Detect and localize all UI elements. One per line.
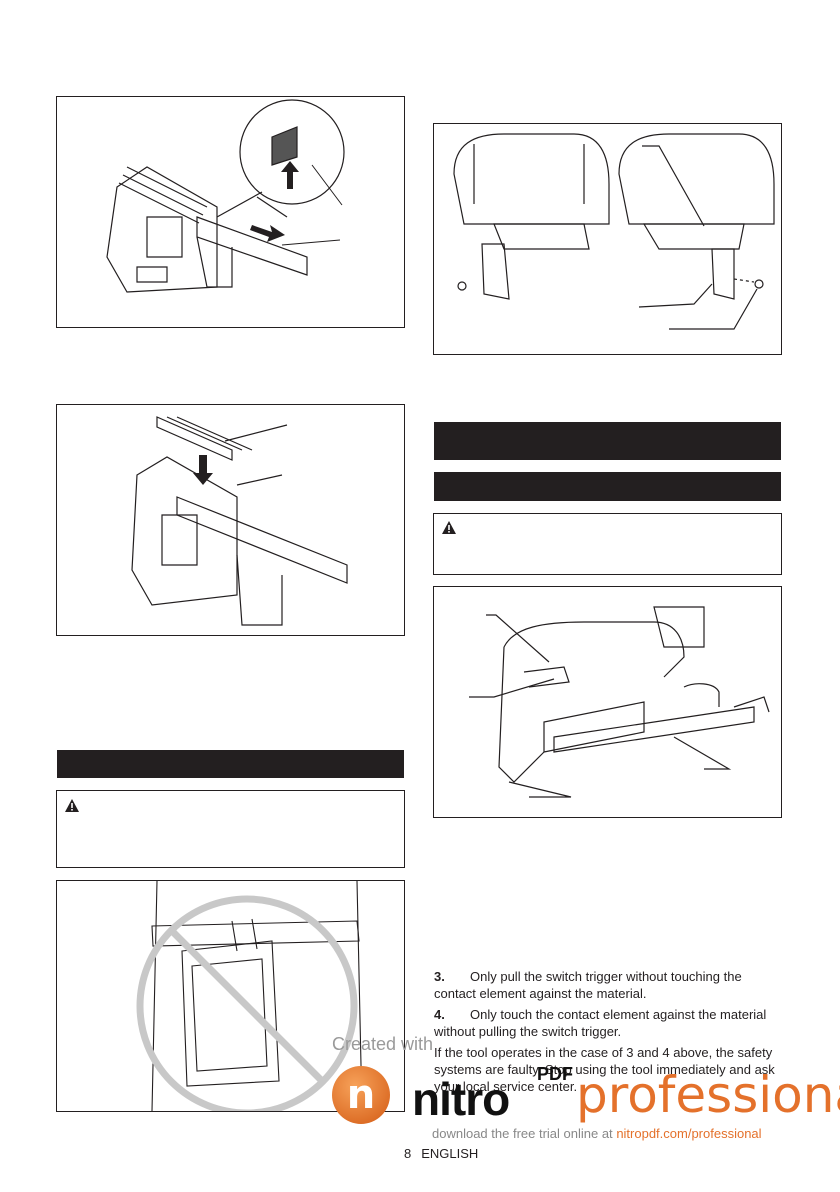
nitro-logo-icon: n [332, 1066, 390, 1124]
hook-illustration [453, 133, 775, 330]
item-text: Only touch the contact element against t… [434, 1007, 767, 1039]
magazine-illustration [106, 99, 345, 293]
watermark-professional: professional [576, 1066, 840, 1124]
watermark-pdf: PDF [537, 1064, 573, 1084]
item-number: 4. [434, 1007, 445, 1022]
section-heading-bar-2 [434, 472, 781, 501]
tool-parts-illustration [469, 606, 770, 798]
watermark-download: download the free trial online at nitrop… [432, 1126, 762, 1141]
page-number: 8 [404, 1146, 412, 1161]
watermark-brand: nitro [412, 1073, 510, 1125]
figure-tool-parts [433, 586, 782, 818]
warning-triangle-icon [442, 521, 456, 534]
warning-triangle-icon [65, 799, 79, 812]
figure-hook [433, 123, 782, 355]
nitro-watermark: Created with n nitro PDF professional do… [322, 1034, 840, 1149]
download-link[interactable]: nitropdf.com/professional [616, 1126, 762, 1141]
page-footer: 8 ENGLISH [404, 1146, 488, 1161]
warning-box-right [433, 513, 782, 575]
figure-staples [56, 404, 405, 636]
instruction-item-3: 3.Only pull the switch trigger without t… [434, 968, 784, 1002]
staples-illustration [131, 416, 348, 626]
section-heading-bar-3 [57, 750, 404, 778]
figure-magazine [56, 96, 405, 328]
instruction-note: If the tool operates in the case of 3 an… [434, 1045, 775, 1094]
warning-box-left [56, 790, 405, 868]
belt-prohibition-illustration [136, 881, 363, 1111]
instruction-item-4: 4.Only touch the contact element against… [434, 1006, 784, 1040]
test-instructions: 3.Only pull the switch trigger without t… [434, 968, 784, 1099]
download-prefix: download the free trial online at [432, 1126, 613, 1141]
section-heading-bar-1 [434, 422, 781, 460]
item-text: Only pull the switch trigger without tou… [434, 969, 742, 1001]
watermark-created-with: Created with [332, 1034, 434, 1054]
footer-language: ENGLISH [421, 1146, 479, 1161]
item-number: 3. [434, 969, 445, 984]
logo-letter: n [346, 1072, 376, 1118]
